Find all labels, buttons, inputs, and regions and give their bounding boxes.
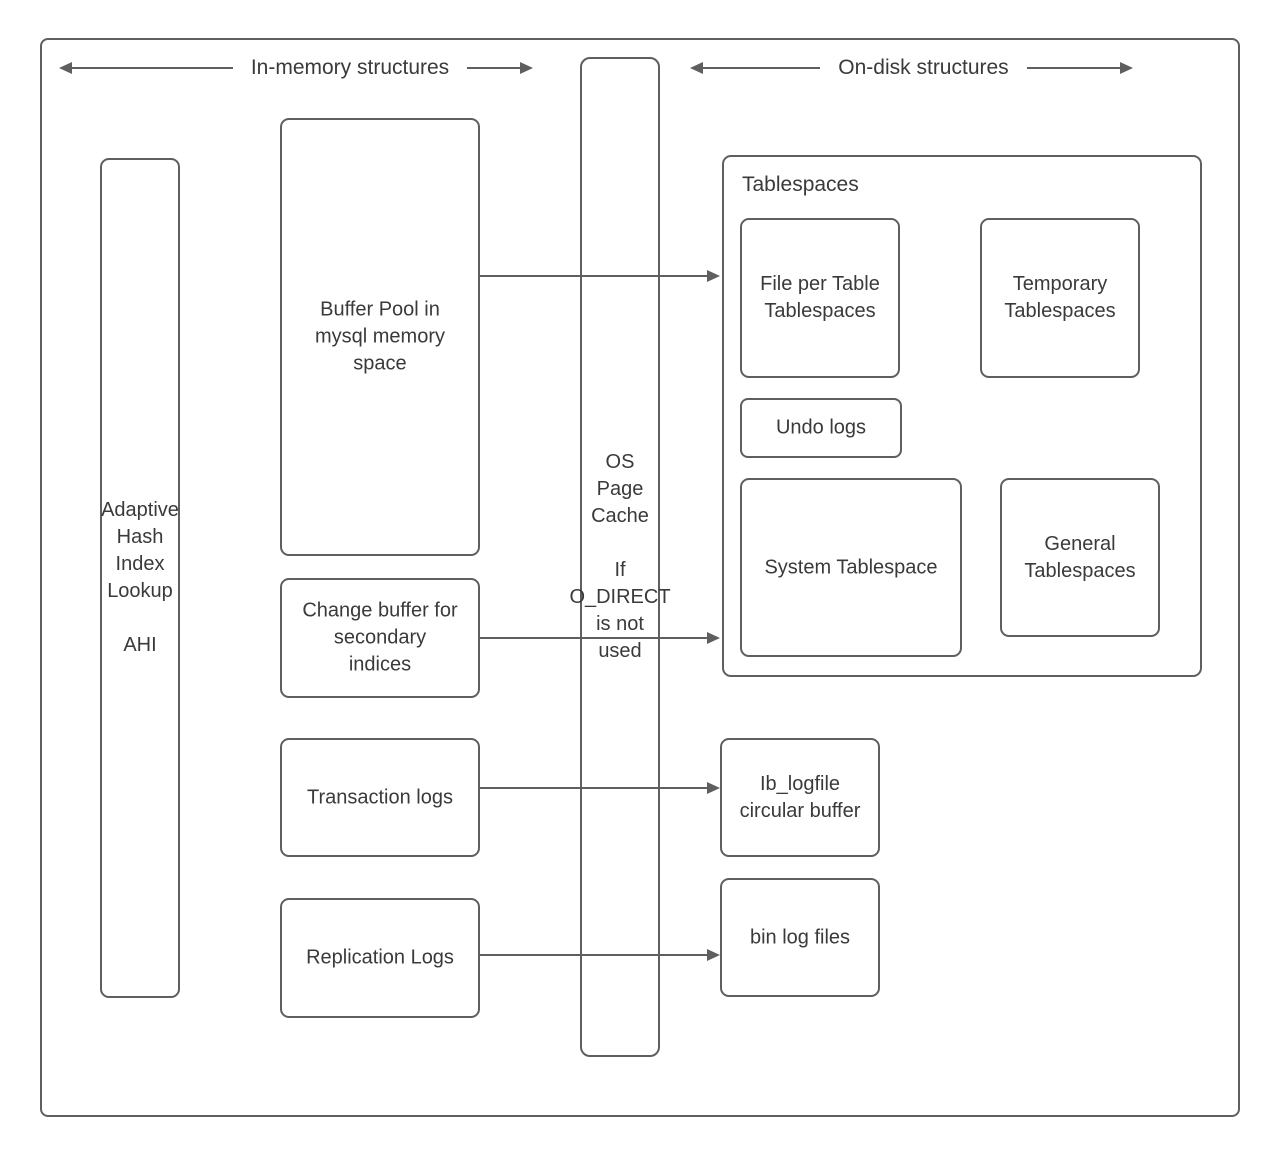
arrowhead-right-icon [520, 62, 533, 74]
ib-logfile-label: Ib_logfile circular buffer [739, 772, 861, 822]
arrow-buffer-pool-to-tablespaces [480, 270, 720, 282]
os-page-cache-box: OS Page Cache If O_DIRECT is not used [569, 57, 671, 1057]
bin-log-files-label: bin log files [749, 926, 851, 948]
arrowhead-right-icon [707, 949, 720, 961]
general-tablespaces-label: General Tablespaces [1024, 532, 1136, 582]
transaction-logs-box: Transaction logs [280, 738, 480, 857]
arrowhead-right-icon [1120, 62, 1133, 74]
replication-logs-box: Replication Logs [280, 898, 480, 1018]
replication-logs-label: Replication Logs [306, 946, 454, 969]
ib-logfile-box: Ib_logfile circular buffer [720, 738, 880, 857]
on-disk-right-arrow [1027, 62, 1133, 74]
arrowhead-left-icon [59, 62, 72, 74]
arrowhead-left-icon [690, 62, 703, 74]
arrow-change-buffer-to-tablespaces [480, 632, 720, 644]
temporary-tablespaces-box: Temporary Tablespaces [980, 218, 1140, 378]
general-tablespaces-box: General Tablespaces [1000, 478, 1160, 637]
change-buffer-box: Change buffer for secondary indices [280, 578, 480, 698]
arrow-replication-logs-to-bin-log [480, 949, 720, 961]
on-disk-header-label: On-disk structures [838, 56, 1009, 79]
arrow-transaction-logs-to-ib-logfile [480, 782, 720, 794]
arrowhead-right-icon [707, 782, 720, 794]
in-memory-right-arrow [467, 62, 533, 74]
adaptive-hash-index-label: Adaptive Hash Index Lookup AHI [101, 499, 179, 656]
system-tablespace-box: System Tablespace [740, 478, 962, 657]
in-memory-left-arrow [59, 62, 233, 74]
in-memory-header-label: In-memory structures [250, 56, 450, 79]
buffer-pool-box: Buffer Pool in mysql memory space [280, 118, 480, 556]
file-per-table-label: File per Table Tablespaces [760, 273, 880, 322]
bin-log-files-box: bin log files [720, 878, 880, 997]
undo-logs-label: Undo logs [775, 416, 867, 439]
tablespaces-title: Tablespaces [742, 173, 859, 196]
on-disk-left-arrow [690, 62, 820, 74]
undo-logs-box: Undo logs [740, 398, 902, 458]
tablespaces-container: Tablespaces File per Table Tablespaces T… [722, 155, 1202, 677]
file-per-table-box: File per Table Tablespaces [740, 218, 900, 378]
adaptive-hash-index-box: Adaptive Hash Index Lookup AHI [100, 158, 180, 998]
os-page-cache-label: OS Page Cache If O_DIRECT is not used [569, 451, 671, 662]
temporary-tablespaces-label: Temporary Tablespaces [1004, 273, 1116, 322]
arrowhead-right-icon [707, 632, 720, 644]
buffer-pool-label: Buffer Pool in mysql memory space [314, 298, 446, 375]
change-buffer-label: Change buffer for secondary indices [302, 599, 458, 676]
transaction-logs-label: Transaction logs [307, 786, 453, 808]
system-tablespace-label: System Tablespace [764, 556, 938, 578]
arrowhead-right-icon [707, 270, 720, 282]
